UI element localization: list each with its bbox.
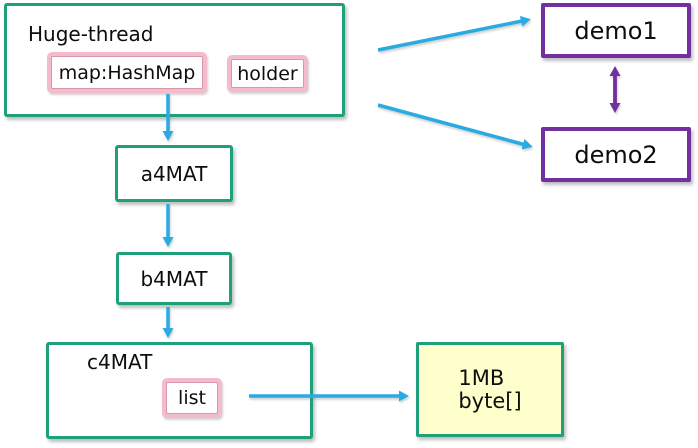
byte-array-type-label: byte[] <box>458 388 522 413</box>
holder-label: holder <box>231 59 304 88</box>
demo2-box: demo2 <box>541 127 691 182</box>
map-hashmap-label: map:HashMap <box>51 56 203 89</box>
list-label: list <box>166 382 218 414</box>
b4mat-box: b4MAT <box>116 252 232 305</box>
byte-array-size-label: 1MB <box>458 365 505 390</box>
c4mat-label: c4MAT <box>87 350 153 374</box>
c4mat-box: c4MAT list <box>46 342 313 439</box>
b4mat-label: b4MAT <box>140 266 208 291</box>
edge-hugethread-demo2-arrow <box>377 103 533 150</box>
a4mat-label: a4MAT <box>140 161 208 186</box>
map-hashmap-box: map:HashMap <box>47 52 207 93</box>
demo2-label: demo2 <box>574 140 658 169</box>
demo1-box: demo1 <box>541 3 691 58</box>
edge-hugethread-demo1-arrow <box>377 15 531 52</box>
huge-thread-box: Huge-thread map:HashMap holder <box>4 3 345 117</box>
holder-box: holder <box>227 55 308 92</box>
a4mat-box: a4MAT <box>115 145 233 202</box>
huge-thread-label: Huge-thread <box>28 22 154 46</box>
byte-array-box: 1MB byte[] <box>416 342 564 437</box>
list-box: list <box>162 378 222 418</box>
demo1-label: demo1 <box>574 16 658 45</box>
